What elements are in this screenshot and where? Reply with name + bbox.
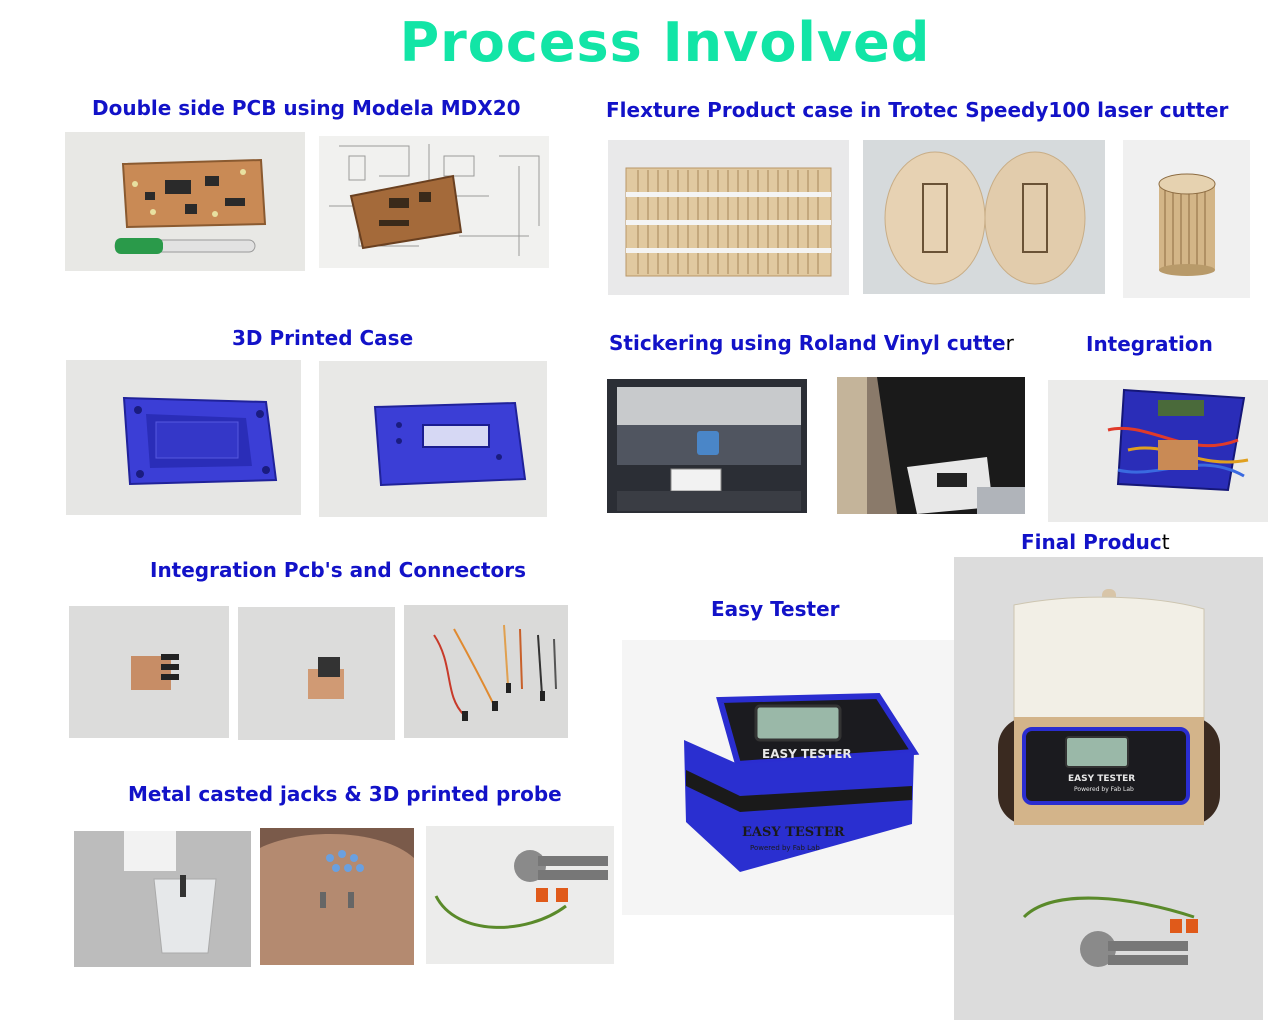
photo-vinyl-sticker bbox=[837, 377, 1025, 514]
heading-easy-tester: Easy Tester bbox=[711, 597, 840, 621]
heading-final-product: Final Product bbox=[1021, 529, 1170, 555]
photo-pcb-with-marker bbox=[65, 132, 305, 271]
heading-final-tail: t bbox=[1161, 530, 1170, 554]
photo-pcb-on-schematic bbox=[319, 136, 549, 268]
tester-tagline: Powered by Fab Lab bbox=[750, 844, 820, 852]
photo-case-top bbox=[319, 361, 547, 517]
photo-flexture-cylinder bbox=[1123, 140, 1250, 298]
photo-flexture-sheet bbox=[608, 140, 849, 295]
heading-printed-case: 3D Printed Case bbox=[232, 326, 414, 350]
heading-integration: Integration bbox=[1086, 332, 1213, 356]
photo-final-product: EASY TESTER Powered by Fab Lab bbox=[954, 557, 1263, 1020]
heading-stickering: Stickering using Roland Vinyl cutter bbox=[609, 330, 1014, 356]
photo-3d-probe bbox=[426, 826, 614, 964]
heading-stickering-tail: r bbox=[1005, 331, 1014, 355]
photo-metal-jacks bbox=[260, 828, 414, 965]
final-tagline: Powered by Fab Lab bbox=[1074, 786, 1134, 793]
heading-integration-pcbs: Integration Pcb's and Connectors bbox=[150, 558, 527, 582]
tester-brand-side: EASY TESTER bbox=[742, 825, 845, 840]
photo-integration bbox=[1048, 380, 1268, 522]
photo-flexture-ovals bbox=[863, 140, 1105, 294]
photo-easy-tester: EASY TESTER EASY TESTER Powered by Fab L… bbox=[622, 640, 954, 915]
final-brand-label: EASY TESTER bbox=[1068, 774, 1135, 784]
heading-pcb: Double side PCB using Modela MDX20 bbox=[92, 96, 521, 120]
photo-case-inside bbox=[66, 360, 301, 515]
tester-brand-top: EASY TESTER bbox=[762, 747, 852, 761]
heading-final-main: Final Produc bbox=[1021, 530, 1162, 554]
photo-metal-casting-cup bbox=[74, 831, 251, 967]
photo-vinyl-cutter bbox=[607, 379, 807, 513]
photo-jumper-wires bbox=[404, 605, 568, 738]
page-title: Process Involved bbox=[399, 11, 931, 74]
heading-flexture: Flexture Product case in Trotec Speedy10… bbox=[606, 98, 1229, 122]
heading-metal-casted: Metal casted jacks & 3D printed probe bbox=[128, 782, 562, 806]
photo-pcb-connector-2 bbox=[238, 607, 395, 740]
heading-stickering-main: Stickering using Roland Vinyl cutte bbox=[609, 331, 1006, 355]
photo-pcb-connector-1 bbox=[69, 606, 229, 738]
